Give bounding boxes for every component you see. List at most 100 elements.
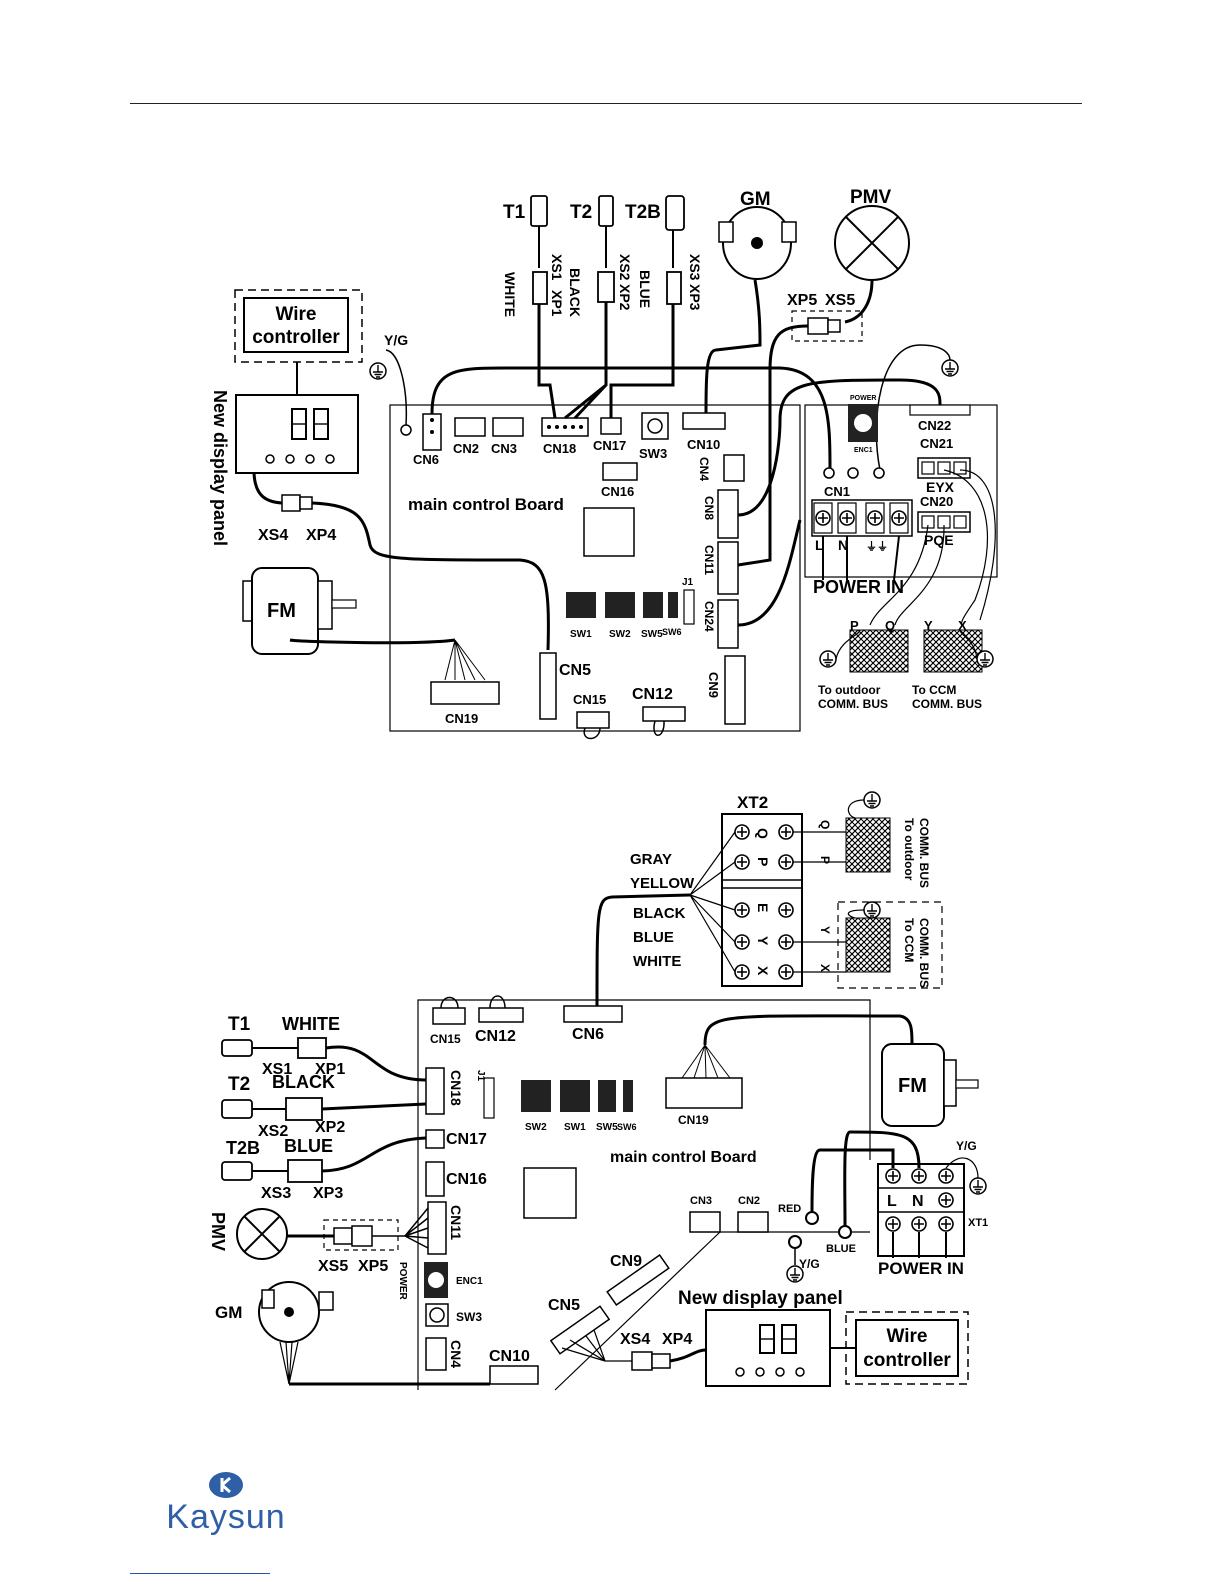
cn5-top: CN5: [559, 662, 591, 679]
cn9-top: CN9: [706, 672, 721, 698]
enc1-bottom: ENC1: [456, 1276, 483, 1287]
l-label-top: L: [815, 537, 824, 553]
power-label-bottom: POWER: [397, 1262, 408, 1301]
cn21-top: CN21: [920, 436, 953, 451]
cn16-top: CN16: [601, 484, 634, 499]
wire-controller-bottom: [855, 1319, 959, 1377]
footer-rule: [130, 1573, 270, 1574]
xs5-label-top: XS5: [825, 292, 855, 309]
cn6-bottom: CN6: [572, 1026, 604, 1043]
j1-top: J1: [682, 577, 694, 588]
pqe-label-top: PQE: [924, 532, 954, 548]
xp5-label-top: XP5: [787, 292, 817, 309]
t2b-label-top: T2B: [625, 202, 661, 223]
wire-controller-bottom-2: controller: [863, 1350, 951, 1371]
y-label-top: Y: [924, 618, 933, 633]
xs3-label-top: XS3: [687, 254, 703, 281]
black-label-top: BLACK: [567, 268, 583, 317]
ccm-line2-top: COMM. BUS: [912, 697, 982, 711]
gm-label-bottom: GM: [215, 1303, 242, 1322]
gray-label: GRAY: [630, 851, 672, 868]
outdoor-line1-bottom: To outdoor: [902, 818, 916, 881]
outdoor-line2-bottom: COMM. BUS: [917, 818, 931, 888]
t1-label-bottom: T1: [228, 1014, 251, 1035]
enc1-top: ENC1: [854, 447, 873, 454]
white-label-xt2: WHITE: [633, 953, 681, 970]
pmv-label-bottom: PMV: [208, 1212, 228, 1251]
cn11-bottom: CN11: [448, 1205, 464, 1240]
wire-controller-label-1: Wire: [275, 304, 316, 325]
xt2-q: Q: [755, 828, 771, 839]
red-label: RED: [778, 1203, 801, 1215]
ground-icon: [969, 1177, 987, 1195]
ground-icon: [863, 901, 881, 919]
blue-label-bottom: BLUE: [284, 1136, 333, 1156]
cn10-top: CN10: [687, 437, 720, 452]
cn2-top: CN2: [453, 441, 479, 456]
xt2-x-wire: X: [818, 964, 832, 972]
black-label-bottom: BLACK: [272, 1072, 335, 1092]
cn17-top: CN17: [593, 438, 626, 453]
xs4-label-bottom: XS4: [620, 1331, 650, 1348]
logo-text: Kaysun: [166, 1498, 286, 1536]
cn12-top: CN12: [632, 686, 673, 703]
yg-xt1-label: Y/G: [956, 1139, 977, 1153]
xp2-label-bottom: XP2: [315, 1119, 345, 1136]
outdoor-line1-top: To outdoor: [818, 683, 881, 697]
blue-wire-label: BLUE: [826, 1243, 856, 1255]
ground-icon: [819, 650, 837, 668]
power-label-top: POWER: [850, 395, 876, 402]
sw1-bottom: SW1: [564, 1122, 586, 1133]
xs1-label-top: XS1: [549, 254, 565, 281]
cn2-bottom: CN2: [738, 1195, 760, 1207]
yg-label-bottom: Y/G: [799, 1257, 820, 1271]
display-panel-top: [235, 394, 359, 474]
cn16-bottom: CN16: [446, 1171, 487, 1188]
xp2-label-top: XP2: [617, 284, 633, 311]
cn5-bottom: CN5: [548, 1297, 580, 1314]
cn24-top: CN24: [702, 601, 716, 632]
main-board-top: [389, 404, 801, 732]
t2b-label-bottom: T2B: [226, 1138, 260, 1158]
terminal-board-top: [804, 404, 998, 578]
cn15-top: CN15: [573, 692, 606, 707]
cn10-bottom: CN10: [489, 1348, 530, 1365]
xs4-label-top: XS4: [258, 527, 288, 544]
xp4-label-bottom: XP4: [662, 1331, 692, 1348]
cn11-top: CN11: [702, 545, 716, 575]
sw3-bottom: SW3: [456, 1310, 482, 1324]
power-in-bottom: POWER IN: [878, 1259, 964, 1278]
n-label-top: N: [838, 537, 848, 553]
sw5-bottom: SW5: [596, 1122, 618, 1133]
ground-icon: [976, 650, 994, 668]
black-label-xt2: BLACK: [633, 905, 686, 922]
xt2-block: [721, 813, 803, 987]
cn9-bottom: CN9: [610, 1253, 642, 1270]
ground-symbols-top: ⏚⏚: [866, 540, 888, 553]
sw5-top: SW5: [641, 629, 663, 640]
xt1-l-label: L: [887, 1193, 897, 1210]
header-rule: [130, 103, 1082, 104]
yellow-label: YELLOW: [630, 875, 695, 892]
cn6-top: CN6: [413, 452, 439, 467]
xt2-e: E: [755, 903, 771, 912]
yg-label-top: Y/G: [384, 332, 408, 348]
top-diagram: Wire controller New display panel XS4 XP…: [210, 187, 998, 740]
xt2-p-wire: P: [818, 856, 832, 864]
xs1-label-bottom: XS1: [262, 1061, 292, 1078]
cn17-bottom: CN17: [446, 1131, 487, 1148]
outdoor-line2-top: COMM. BUS: [818, 697, 888, 711]
xp3-label-top: XP3: [687, 284, 703, 311]
xp4-label-top: XP4: [306, 527, 336, 544]
xs2-label-top: XS2: [617, 254, 633, 281]
xs2-label-bottom: XS2: [258, 1123, 288, 1140]
cn20-top: CN20: [920, 494, 953, 509]
q-label-top: Q: [885, 618, 895, 633]
p-label-top: P: [850, 618, 859, 633]
display-panel-bottom: [705, 1309, 831, 1387]
sw3-top: SW3: [639, 446, 667, 461]
xt2-y-wire: Y: [818, 926, 832, 934]
xp1-label-top: XP1: [549, 290, 565, 317]
cn12-bottom: CN12: [475, 1028, 516, 1045]
blue-label-xt2: BLUE: [633, 929, 674, 946]
